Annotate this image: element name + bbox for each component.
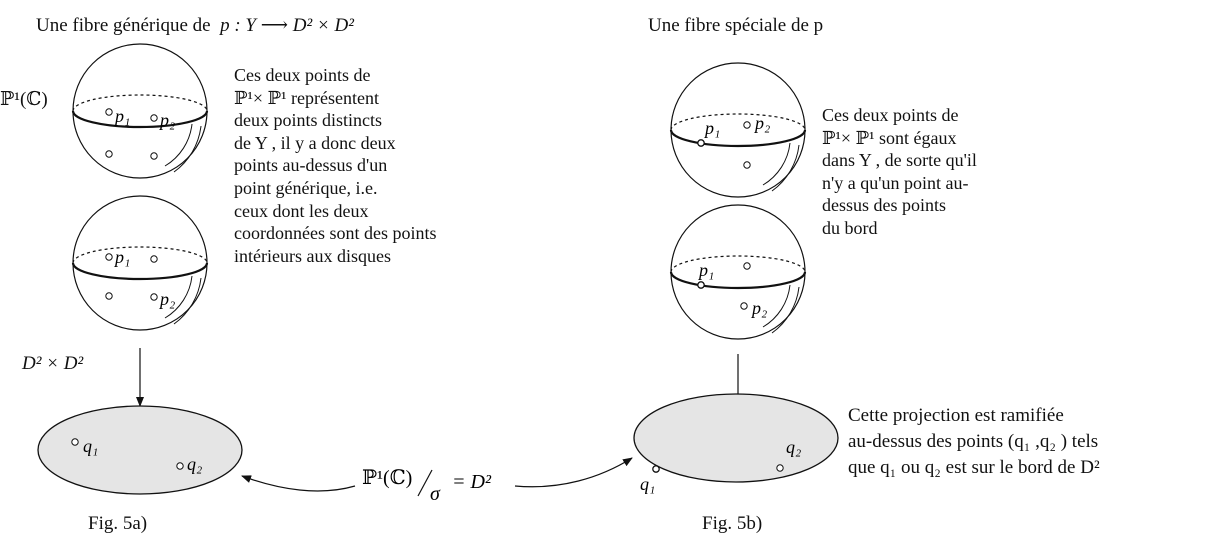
- left-caption-line: ℙ¹× ℙ¹ représentent: [234, 87, 379, 108]
- point-label-q1: q₁: [83, 436, 98, 456]
- left-caption-line: point générique, i.e.: [234, 177, 378, 198]
- right-top-sphere: [669, 62, 807, 198]
- point-label-q1: q₁: [640, 474, 655, 494]
- point-q2-marker: [176, 462, 184, 470]
- left-caption-line: intérieurs aux disques: [234, 245, 391, 266]
- figure-label-5b: Fig. 5b): [702, 513, 763, 534]
- left-heading-formula: p : Y ⟶ D² × D²: [220, 15, 354, 36]
- right-disk: [633, 393, 839, 483]
- point-label-q2: q₂: [187, 454, 202, 474]
- point-label-p1: p₁: [113, 247, 130, 267]
- left-disk: [37, 405, 243, 495]
- point-label-p2: p₂: [158, 110, 175, 130]
- left-caption: Ces deux points de ℙ¹× ℙ¹ représentent d…: [234, 64, 436, 267]
- left-caption-line: de Y , il y a donc deux: [234, 132, 396, 153]
- right-caption-line: dans Y , de sorte qu'il: [822, 150, 977, 171]
- curved-arrow-left: [241, 475, 356, 492]
- left-caption-line: ceux dont les deux: [234, 200, 369, 221]
- left-bottom-sphere: [71, 195, 209, 331]
- point-q1-marker: [71, 438, 79, 446]
- right-caption-line: du bord: [822, 217, 878, 238]
- left-caption-line: deux points distincts: [234, 110, 382, 131]
- point-label-p1: p₁: [697, 260, 714, 280]
- quotient-label: ℙ¹(ℂ) σ = D²: [362, 467, 492, 505]
- right-caption-line: Ces deux points de: [822, 105, 959, 125]
- point-q1-marker: [652, 465, 660, 473]
- curved-arrow-right: [514, 457, 633, 488]
- left-heading-prefix: Une fibre générique de: [36, 15, 211, 36]
- right-bottom-sphere: [669, 204, 807, 340]
- right-heading: Une fibre spéciale de p: [648, 15, 824, 36]
- projection-caption-line: au-dessus des points (q₁ ,q₂ ) tels: [848, 431, 1099, 452]
- point-label-p1: p₁: [703, 118, 720, 138]
- right-caption: Ces deux points de ℙ¹× ℙ¹ sont égaux dan…: [822, 104, 977, 240]
- projection-caption-line: Cette projection est ramifiée: [848, 405, 1064, 426]
- projection-caption-line: que q₁ ou q₂ est sur le bord de D²: [848, 457, 1100, 478]
- point-label-p2: p₂: [753, 113, 770, 133]
- left-caption-line: points au-dessus d'un: [234, 155, 388, 176]
- left-heading: Une fibre générique de p : Y ⟶ D² × D²: [36, 14, 354, 37]
- right-caption-line: n'y a qu'un point au-: [822, 172, 969, 193]
- base-label: D² × D²: [22, 353, 84, 374]
- quotient-denominator: σ: [430, 483, 441, 505]
- sphere-label: ℙ¹(ℂ): [0, 89, 48, 110]
- left-caption-line: coordonnées sont des points: [234, 223, 437, 244]
- point-label-q2: q₂: [786, 437, 801, 457]
- right-caption-line: dessus des points: [822, 195, 947, 216]
- point-q2-marker: [776, 464, 784, 472]
- right-caption-line: ℙ¹× ℙ¹ sont égaux: [822, 127, 957, 148]
- figure-label-5a: Fig. 5a): [88, 513, 148, 534]
- point-label-p2: p₂: [750, 298, 767, 318]
- quotient-numerator: ℙ¹(ℂ): [362, 467, 412, 489]
- left-top-sphere: [71, 43, 209, 179]
- point-label-p1: p₁: [113, 106, 130, 126]
- quotient-slash: [417, 469, 433, 497]
- quotient-rhs: = D²: [452, 471, 492, 493]
- point-label-p2: p₂: [158, 289, 175, 309]
- left-caption-line: Ces deux points de: [234, 65, 371, 85]
- projection-caption: Cette projection est ramifiée au-dessus …: [848, 403, 1100, 481]
